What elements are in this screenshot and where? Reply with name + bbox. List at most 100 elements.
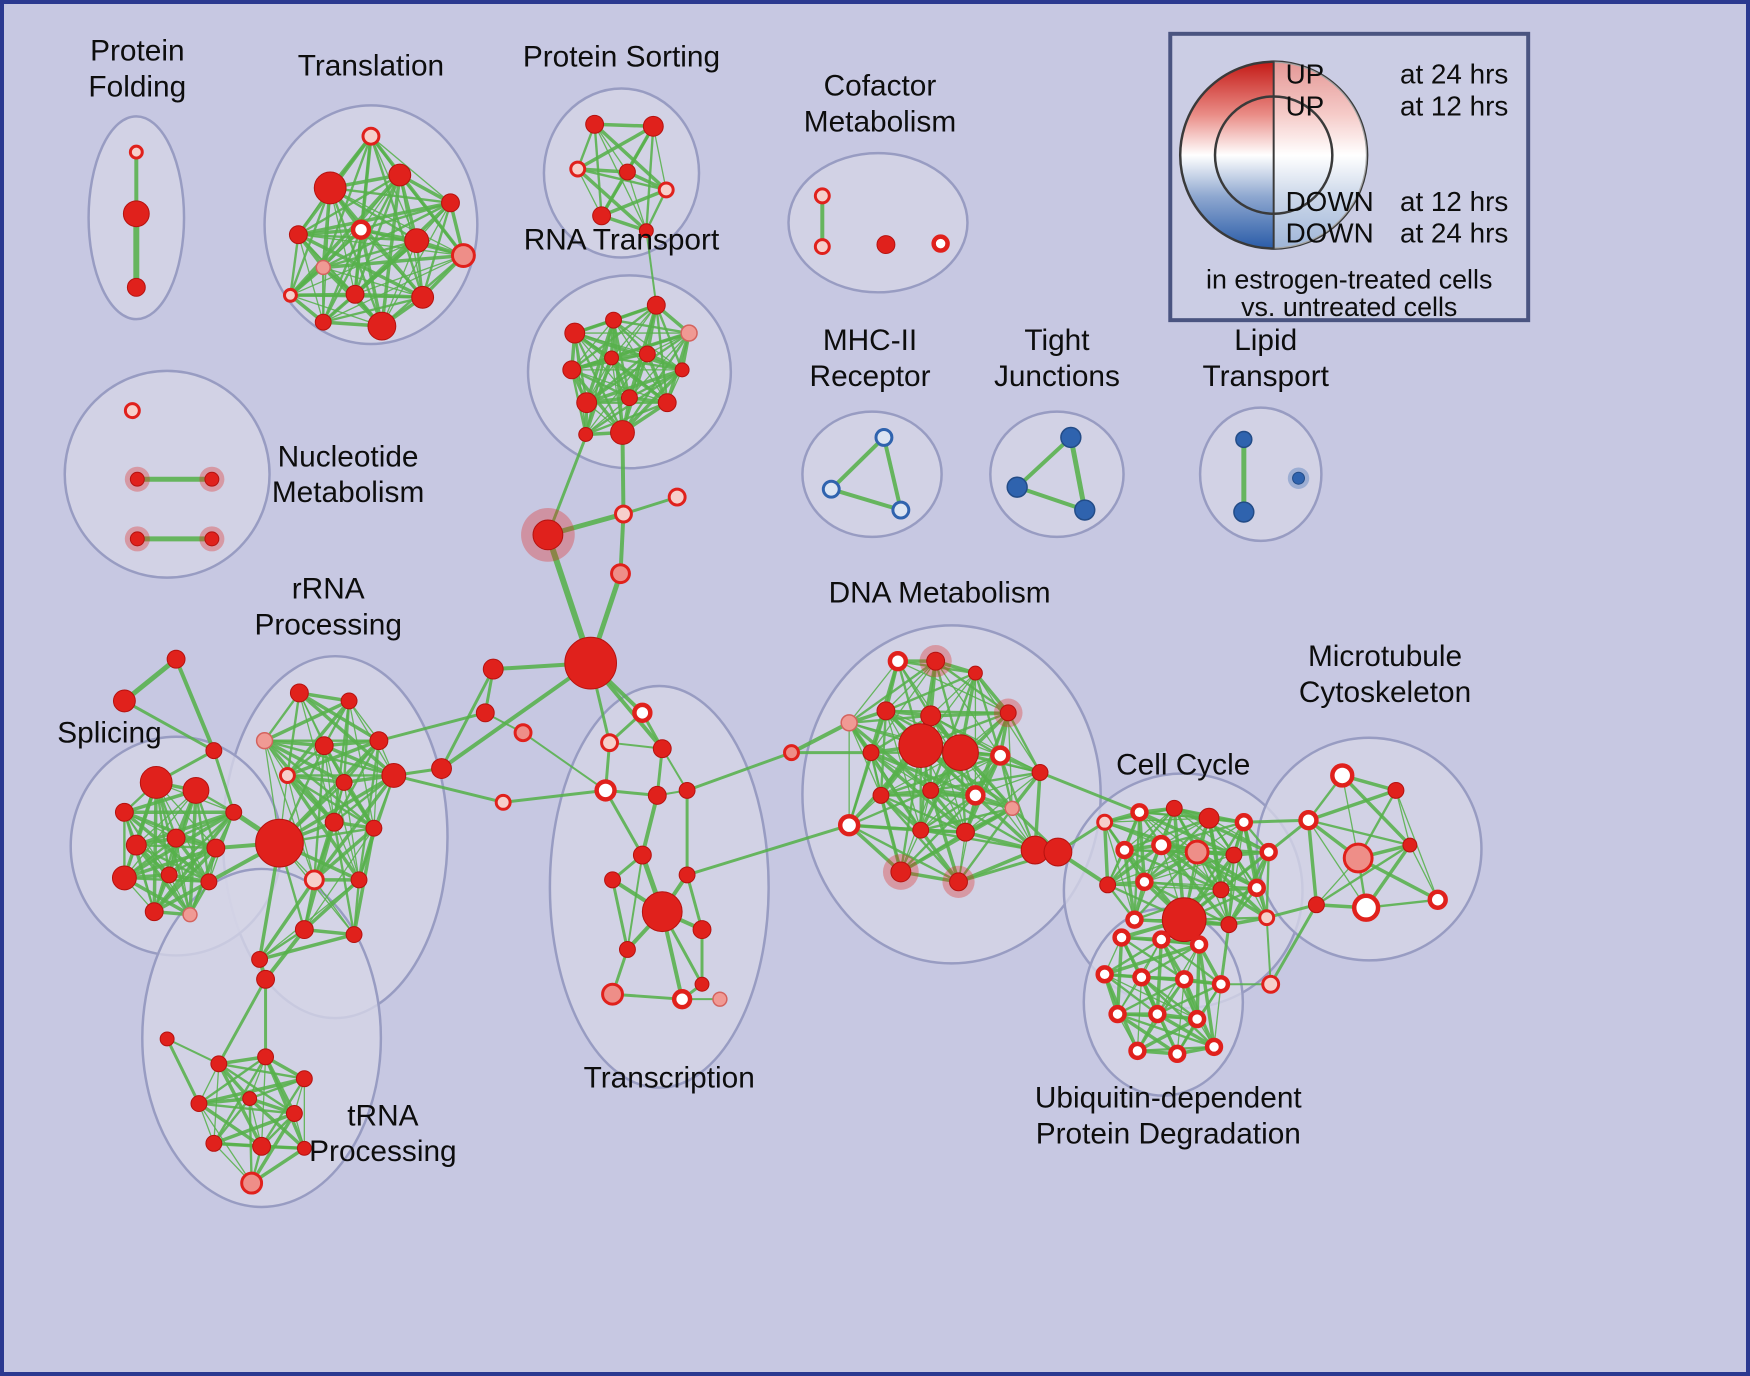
network-edge <box>289 173 402 297</box>
network-node <box>931 234 950 253</box>
network-edge <box>217 1063 264 1148</box>
network-node <box>1330 763 1355 788</box>
network-edge <box>263 739 375 830</box>
network-edge <box>1140 976 1215 1048</box>
network-node <box>813 238 831 256</box>
network-node <box>1174 970 1194 989</box>
network-edge <box>574 333 587 435</box>
network-edge <box>297 173 401 236</box>
network-node <box>1233 501 1255 523</box>
network-edge <box>1307 788 1397 822</box>
network-node <box>680 324 698 342</box>
cluster-label-rrna-processing: rRNA <box>292 573 365 606</box>
network-edge <box>198 1102 295 1115</box>
network-node <box>920 705 942 727</box>
network-node <box>614 504 633 524</box>
network-edge <box>1160 843 1258 889</box>
network-edge <box>1315 844 1411 906</box>
network-edge <box>640 794 660 856</box>
network-node <box>1184 839 1210 865</box>
network-edge <box>870 751 977 797</box>
network-edge <box>920 794 977 832</box>
network-edge <box>503 788 606 804</box>
network-edge <box>830 487 902 512</box>
network-edge <box>213 1111 295 1145</box>
network-node <box>638 345 656 363</box>
network-edge <box>323 266 423 298</box>
network-node <box>604 350 619 366</box>
network-edge <box>965 772 1041 833</box>
network-edge <box>1143 817 1210 883</box>
network-edge <box>611 879 629 950</box>
network-node <box>200 873 218 891</box>
network-edge <box>248 1097 306 1150</box>
network-node <box>942 734 979 772</box>
cluster-label-nucleotide-metabolism: Metabolism <box>272 476 424 509</box>
network-edge <box>847 823 903 874</box>
network-edge <box>1106 843 1163 887</box>
network-node <box>225 803 243 821</box>
legend-down-12-time: at 12 hrs <box>1400 186 1508 217</box>
network-node <box>594 779 617 802</box>
network-edge <box>263 692 301 742</box>
cluster-label-nucleotide-metabolism: Nucleotide <box>278 440 419 473</box>
network-node <box>1151 834 1172 856</box>
legend-caption-line2: vs. untreated cells <box>1241 292 1457 322</box>
network-edge <box>313 826 376 882</box>
network-edge <box>123 789 197 879</box>
network-node <box>112 689 136 713</box>
network-edge <box>259 932 355 962</box>
network-edge <box>1265 852 1270 918</box>
network-edge <box>290 240 417 296</box>
network-edge <box>974 671 1010 714</box>
network-edge <box>153 880 210 914</box>
network-node <box>1128 1041 1147 1061</box>
network-node <box>1148 1004 1167 1024</box>
network-node <box>1006 476 1028 498</box>
network-edge <box>393 774 504 804</box>
network-edge <box>1102 822 1110 885</box>
network-node <box>296 1140 312 1156</box>
network-node <box>126 277 146 297</box>
cluster-label-tight-junctions: Tight <box>1024 324 1090 357</box>
network-node <box>618 941 636 958</box>
network-edge <box>957 807 1014 883</box>
network-node <box>210 1055 228 1073</box>
network-node <box>1031 764 1049 781</box>
network-node <box>678 866 696 884</box>
network-node <box>1234 813 1254 832</box>
network-node <box>381 763 407 788</box>
network-edge <box>165 1038 201 1105</box>
network-edge <box>593 123 668 192</box>
network-node <box>532 519 564 551</box>
legend-down-24-time: at 24 hrs <box>1400 218 1508 249</box>
network-node <box>190 1095 208 1113</box>
network-node <box>404 228 430 254</box>
network-node <box>1261 974 1281 994</box>
network-node <box>887 650 909 672</box>
network-node <box>139 766 173 799</box>
network-node <box>513 723 533 743</box>
network-edge <box>1156 983 1222 1016</box>
network-node <box>922 781 940 799</box>
network-node <box>314 736 334 756</box>
network-edge <box>263 699 350 743</box>
network-edge <box>586 332 690 404</box>
network-edge <box>174 658 216 752</box>
network-edge <box>1107 851 1198 886</box>
network-node <box>1187 1009 1207 1029</box>
network-edge <box>333 774 395 824</box>
network-edge <box>289 234 300 296</box>
network-node <box>862 744 880 762</box>
cluster-label-protein-folding: Folding <box>88 70 186 103</box>
network-edge <box>360 201 451 231</box>
network-edge <box>880 794 960 883</box>
network-node <box>912 821 930 839</box>
network-edge <box>353 229 363 295</box>
network-node <box>123 402 141 420</box>
network-edge <box>885 671 976 712</box>
network-edge <box>848 789 932 827</box>
network-node <box>315 259 331 276</box>
network-node <box>578 427 594 442</box>
